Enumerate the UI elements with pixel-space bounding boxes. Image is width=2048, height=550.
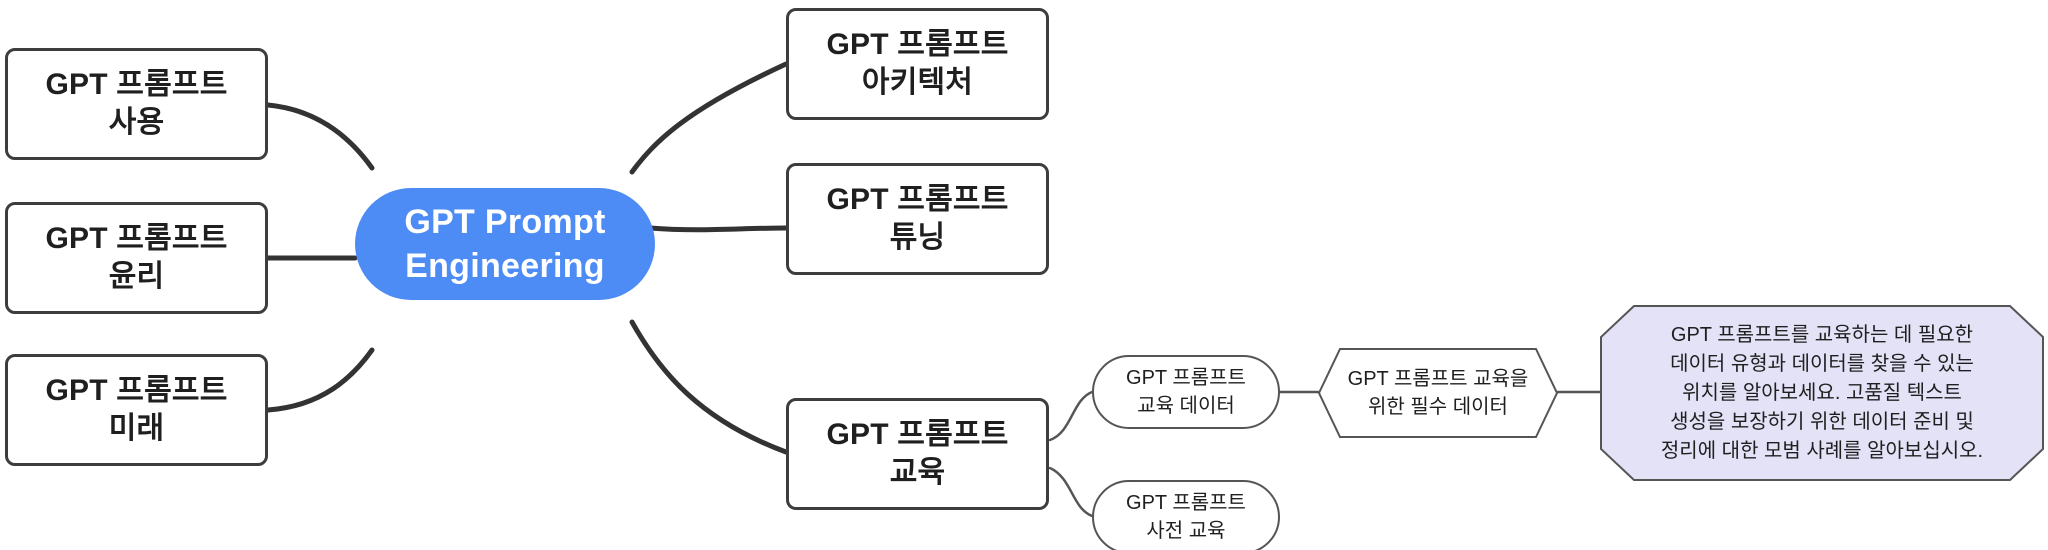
node-essential-training-data[interactable]: GPT 프롬프트 교육을 위한 필수 데이터 <box>1318 348 1558 438</box>
branch-gpt-prompt-tuning[interactable]: GPT 프롬프트 튜닝 <box>786 163 1049 275</box>
node-gpt-prompt-training-data[interactable]: GPT 프롬프트 교육 데이터 <box>1092 355 1280 429</box>
edge-root-to-tuning <box>647 225 789 233</box>
training-data-detail-label: GPT 프롬프트를 교육하는 데 필요한 데이터 유형과 데이터를 찾을 수 있… <box>1660 323 1984 462</box>
branch-gpt-prompt-ethics[interactable]: GPT 프롬프트 윤리 <box>5 202 268 314</box>
edge-root-to-training <box>629 319 789 455</box>
branch-gpt-prompt-future[interactable]: GPT 프롬프트 미래 <box>5 354 268 466</box>
branch-gpt-prompt-usage[interactable]: GPT 프롬프트 사용 <box>5 48 268 160</box>
edge-root-to-use <box>265 102 375 171</box>
hexagon-shape <box>1318 348 1558 438</box>
edge-training-to-training-data <box>1048 390 1094 442</box>
branch-gpt-prompt-architecture[interactable]: GPT 프롬프트 아키텍처 <box>786 8 1049 120</box>
edge-training-to-pretraining <box>1048 466 1094 518</box>
root-node[interactable]: GPT Prompt Engineering <box>355 188 655 300</box>
edge-root-to-architecture <box>629 61 789 175</box>
node-training-data-detail[interactable]: GPT 프롬프트를 교육하는 데 필요한 데이터 유형과 데이터를 찾을 수 있… <box>1600 305 2044 481</box>
branch-gpt-prompt-training[interactable]: GPT 프롬프트 교육 <box>786 398 1049 510</box>
essential-training-data-label: GPT 프롬프트 교육을 위한 필수 데이터 <box>1347 368 1529 418</box>
node-gpt-prompt-pretraining[interactable]: GPT 프롬프트 사전 교육 <box>1092 480 1280 550</box>
edge-root-to-future <box>265 347 375 413</box>
octagon-shape <box>1600 305 2044 481</box>
